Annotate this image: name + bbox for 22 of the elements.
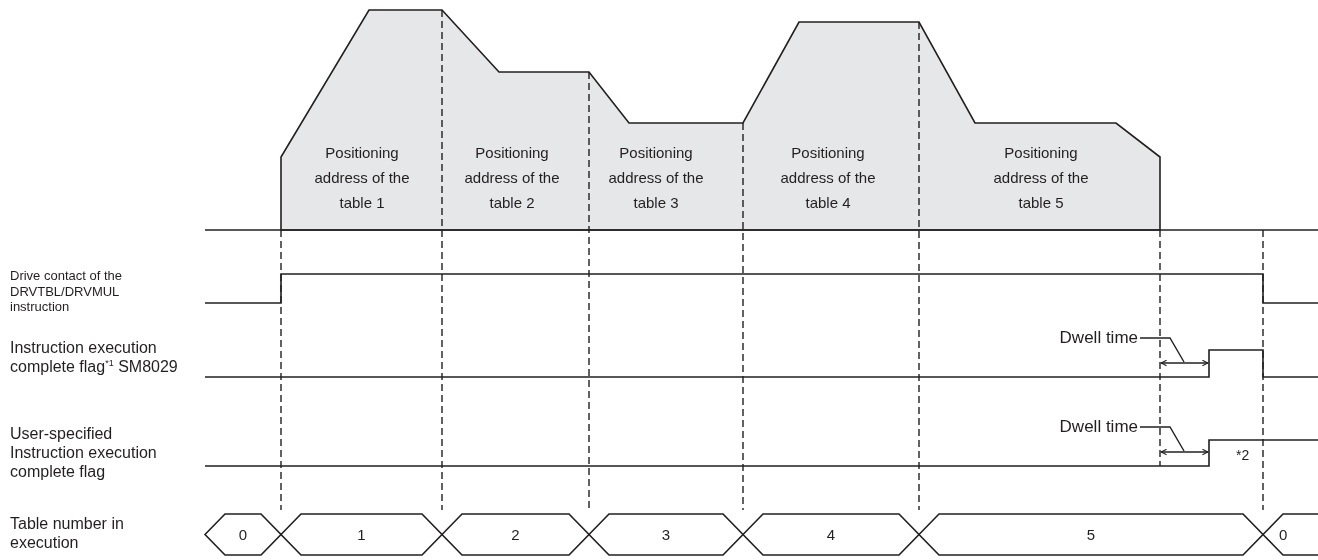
segment-label: Positioning address of the table 2 [463, 143, 561, 213]
dimension-line [1160, 448, 1209, 456]
segment-label: Positioning address of the table 4 [779, 143, 877, 213]
signal-name: Table number in execution [10, 514, 125, 553]
dimension-line [1160, 359, 1209, 367]
signal-name: Drive contact of the DRVTBL/DRVMUL instruction [10, 268, 123, 315]
footnote-mark: *2 [1236, 447, 1250, 464]
leader-line [1139, 337, 1185, 363]
dwell-time-label: Dwell time [1010, 324, 1138, 352]
segment-label: Positioning address of the table 3 [607, 143, 705, 213]
dwell-time-label: Dwell time [1010, 413, 1138, 441]
table-number-hexagon: 3 [589, 514, 743, 555]
leader-line [1139, 426, 1185, 452]
segment-label: Positioning address of the table 1 [313, 143, 411, 213]
table-number-hexagon: 0 [1263, 514, 1317, 555]
table-number-hexagon: 2 [442, 514, 589, 555]
signal-name: User-specified Instruction execution complete flag [10, 424, 158, 482]
table-number-hexagon: 0 [205, 514, 281, 555]
table-number-hexagon: 4 [743, 514, 919, 555]
signal-name: Instruction execution complete flag$^{*1}$ SM8029 [10, 338, 179, 377]
table-number-hexagon: 1 [281, 514, 442, 555]
segment-label: Positioning address of the table 5 [992, 143, 1090, 213]
